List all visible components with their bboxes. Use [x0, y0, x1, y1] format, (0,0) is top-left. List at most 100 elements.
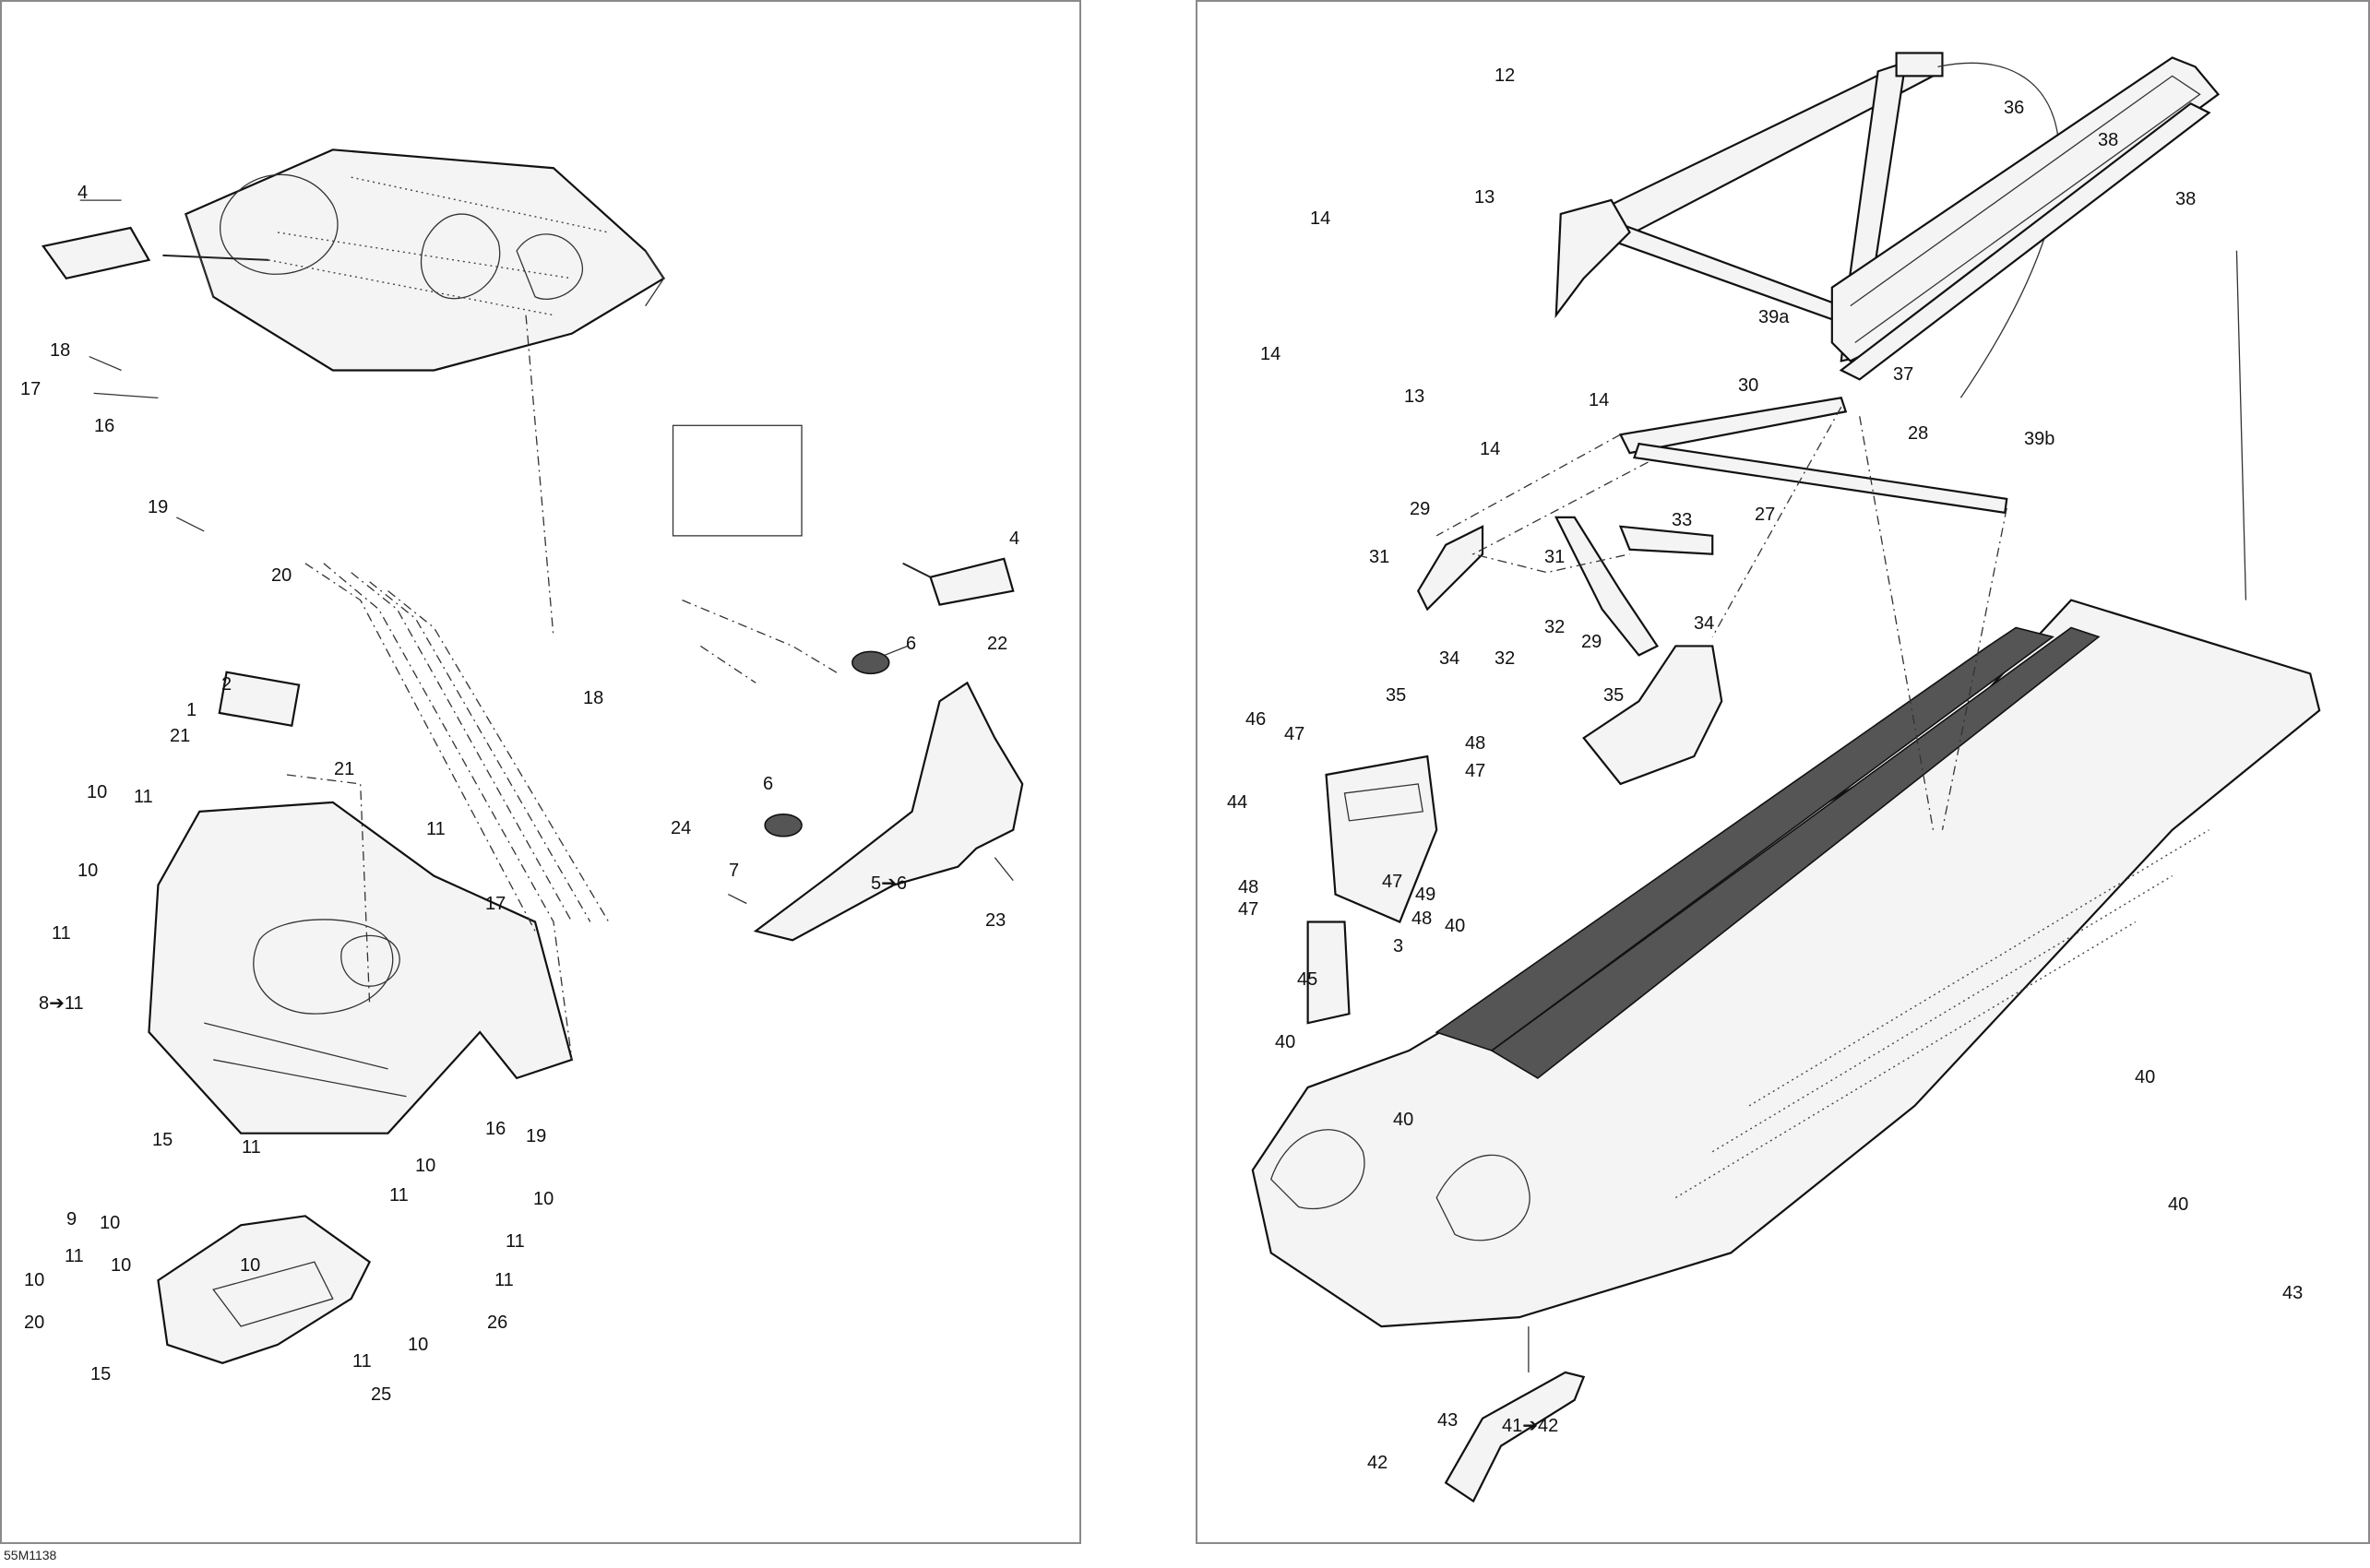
callout: 10 [408, 1335, 429, 1355]
callout: 11 [65, 1246, 84, 1266]
callout: 10 [77, 861, 99, 881]
callout: 21 [334, 759, 355, 779]
callout: 14 [1589, 390, 1610, 410]
callout: 23 [985, 910, 1006, 931]
callout: 22 [987, 634, 1008, 654]
callout: 6 [763, 774, 774, 794]
callout: 45 [1297, 969, 1318, 990]
callout: 11 [52, 923, 71, 944]
bracket-41 [1444, 1371, 1586, 1503]
callout: 30 [1738, 375, 1759, 396]
callout: 7 [729, 861, 740, 881]
callout: 19 [148, 497, 169, 517]
strut-27 [1618, 397, 1848, 455]
callout: 49 [1415, 885, 1436, 905]
callout: 35 [1603, 685, 1625, 706]
callout: 31 [1369, 547, 1390, 567]
bracket-4-right [929, 557, 1015, 606]
strut-28 [1633, 442, 2008, 515]
callout: 9 [66, 1209, 77, 1229]
callout: 48 [1238, 877, 1259, 897]
callout: 25 [371, 1384, 392, 1405]
callout: 44 [1227, 792, 1248, 813]
callout: 32 [1544, 617, 1566, 637]
callout: 11 [352, 1351, 372, 1372]
callout: 38 [2098, 130, 2119, 150]
right-diagram-panel: 12 13 14 14 13 14 14 36 38 38 39a 37 39b… [1196, 0, 2370, 1544]
bottom-bracket-9 [157, 1215, 372, 1364]
callout: 6 [906, 634, 917, 654]
callout: 48 [1465, 733, 1486, 754]
callout: 10 [533, 1189, 554, 1209]
callout: 47 [1238, 899, 1259, 920]
callout: 20 [24, 1313, 45, 1333]
callout: 37 [1893, 364, 1914, 385]
callout: 27 [1755, 505, 1776, 525]
callout: 26 [487, 1313, 508, 1333]
callout: 17 [485, 894, 506, 914]
callout: 34 [1694, 613, 1715, 634]
callout: 48 [1411, 909, 1433, 929]
callout: 24 [671, 818, 692, 838]
callout: 35 [1386, 685, 1407, 706]
callout: 16 [94, 416, 115, 436]
callout: 15 [90, 1364, 112, 1384]
floor-plate [148, 801, 574, 1134]
callout: 13 [1474, 187, 1495, 208]
callout: 40 [1393, 1110, 1414, 1130]
callout: 39b [2024, 429, 2055, 449]
callout: 10 [100, 1213, 121, 1233]
spine-5 [753, 681, 1024, 942]
callout: 11 [506, 1231, 525, 1252]
callout: 28 [1908, 423, 1929, 444]
callout: 1 [186, 700, 197, 720]
rail-36 [1830, 56, 2221, 381]
callout: 46 [1245, 709, 1267, 730]
callout: 20 [271, 565, 292, 586]
callout: 11 [242, 1137, 261, 1158]
callout: 42 [1367, 1453, 1388, 1473]
callout: 31 [1544, 547, 1566, 567]
callout: 13 [1404, 386, 1425, 407]
right-exploded-view [1251, 52, 2321, 1503]
callout: 32 [1495, 648, 1516, 669]
callout: 18 [583, 688, 604, 708]
document-code: 55M1138 [4, 1548, 57, 1562]
callout: 10 [111, 1255, 132, 1276]
callout: 40 [1275, 1032, 1296, 1052]
callout: 17 [20, 379, 42, 399]
callout: 29 [1410, 499, 1431, 519]
callout: 11 [494, 1270, 514, 1290]
callout: 4 [77, 183, 89, 203]
callout: 3 [1393, 936, 1404, 956]
callout: 10 [87, 782, 108, 802]
callout: 36 [2004, 98, 2025, 118]
left-diagram-panel: 4 18 17 16 19 20 4 18 2 1 21 21 6 22 10 … [0, 0, 1081, 1544]
callout: 10 [415, 1156, 436, 1176]
left-exploded-view [41, 148, 1024, 1364]
block-1 [218, 671, 301, 728]
panel-44 [1325, 754, 1438, 923]
callout: 11 [426, 819, 446, 839]
callout: 41➔42 [1502, 1416, 1559, 1436]
callout: 47 [1284, 724, 1305, 744]
track-tunnel [1251, 599, 2321, 1328]
callout: 10 [240, 1255, 261, 1276]
callout: 2 [221, 674, 232, 695]
callout: 11 [134, 787, 153, 807]
callout: 43 [1437, 1410, 1459, 1431]
callout: 10 [24, 1270, 45, 1290]
callout: 15 [152, 1130, 173, 1150]
callout: 34 [1439, 648, 1460, 669]
callout: 8➔11 [39, 993, 84, 1014]
callout: 14 [1310, 208, 1331, 229]
callout: 40 [2135, 1067, 2156, 1087]
callout: 14 [1260, 344, 1281, 364]
callout: 29 [1581, 632, 1602, 652]
chassis-frame [184, 148, 803, 537]
callout: 47 [1382, 872, 1403, 892]
bracket-4-top [41, 226, 151, 280]
callout: 5➔6 [871, 873, 908, 894]
callout: 14 [1480, 439, 1501, 459]
callout: 43 [2282, 1283, 2304, 1303]
